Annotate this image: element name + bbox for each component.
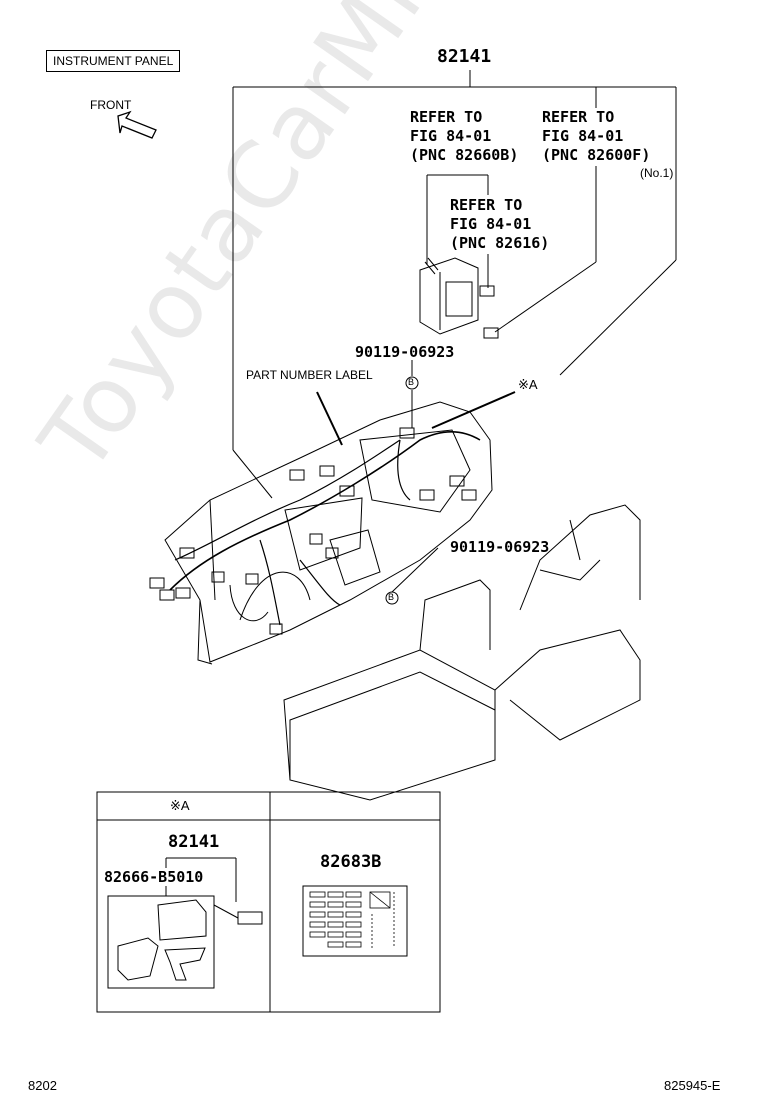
part-number-label-callout: PART NUMBER LABEL xyxy=(246,368,373,382)
marker-b-upper-label: B xyxy=(408,377,415,387)
instrument-panel xyxy=(149,401,493,665)
ref2-line3: (PNC 82600F) xyxy=(542,146,651,164)
table-left-header: ※A xyxy=(170,798,190,813)
ref2-line2: FIG 84-01 xyxy=(542,127,624,145)
ref1-line2: FIG 84-01 xyxy=(410,127,492,145)
front-arrow-icon xyxy=(117,110,157,139)
ref3-line2: FIG 84-01 xyxy=(450,215,532,233)
marker-b-upper xyxy=(405,376,419,390)
marker-a-label: ※A xyxy=(518,377,538,392)
seats xyxy=(283,504,641,801)
marker-b-lower xyxy=(385,591,399,605)
table-left-main: 82141 xyxy=(168,832,220,852)
ref2-block: REFER TO FIG 84-01 (PNC 82600F) xyxy=(542,108,650,165)
bolt-upper-number: 90119-06923 xyxy=(355,343,455,361)
ref1-block: REFER TO FIG 84-01 (PNC 82660B) xyxy=(410,108,518,165)
table-left-sub: 82666-B5010 xyxy=(104,868,204,886)
ref3-line1: REFER TO xyxy=(450,196,523,214)
ref3-line3: (PNC 82616) xyxy=(450,234,550,252)
main-part-number: 82141 xyxy=(437,46,492,67)
bolt-lower-number: 90119-06923 xyxy=(450,538,550,556)
front-label: FRONT xyxy=(90,98,132,112)
footer-right-code: 825945-E xyxy=(664,1078,721,1093)
ref2-note: (No.1) xyxy=(640,166,674,180)
junction-block xyxy=(419,257,499,339)
section-label: INSTRUMENT PANEL xyxy=(46,50,181,72)
ref1-line3: (PNC 82660B) xyxy=(410,146,519,164)
ref2-line1: REFER TO xyxy=(542,108,615,126)
detail-table-frame xyxy=(96,791,441,1013)
footer-left-code: 8202 xyxy=(28,1078,57,1093)
leader-lines xyxy=(232,70,677,593)
table-right-main: 82683B xyxy=(320,852,382,872)
marker-b-lower-label: B xyxy=(388,592,395,602)
ref1-line1: REFER TO xyxy=(410,108,483,126)
ref3-block: REFER TO FIG 84-01 (PNC 82616) xyxy=(450,196,549,253)
